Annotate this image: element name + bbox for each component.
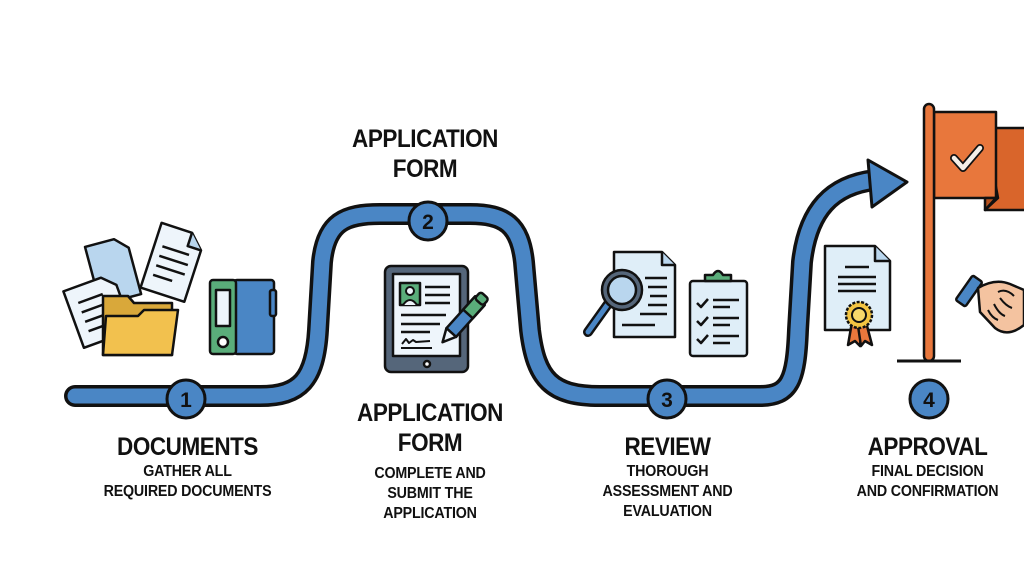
step-2-title-line: APPLICATION xyxy=(357,399,503,427)
step-4-desc-line: FINAL DECISION xyxy=(871,463,984,480)
flag-check-icon xyxy=(897,102,1024,363)
certificate-icon xyxy=(823,244,892,348)
pen-icon xyxy=(441,291,489,344)
step-marker-4: 4 xyxy=(908,378,950,420)
top-heading-line-1: APPLICATION xyxy=(352,125,498,153)
process-path xyxy=(64,169,886,407)
step-4-label: APPROVAL FINAL DECISION AND CONFIRMATION xyxy=(830,432,1024,502)
handshake-icon xyxy=(955,274,1024,334)
step-2-label: APPLICATION FORM COMPLETE AND SUBMIT THE… xyxy=(305,398,555,524)
step-1-desc-line: GATHER ALL xyxy=(143,463,232,480)
step-3-desc-line: THOROUGH xyxy=(626,463,709,480)
folder-icon xyxy=(101,294,180,357)
step-1-title: DOCUMENTS xyxy=(117,433,258,461)
step-2-description: COMPLETE AND SUBMIT THE APPLICATION xyxy=(315,464,545,524)
step-1-label: DOCUMENTS GATHER ALL REQUIRED DOCUMENTS xyxy=(70,432,305,502)
step-1-desc-line: REQUIRED DOCUMENTS xyxy=(103,483,272,500)
step-number-2: 2 xyxy=(422,211,434,234)
arrow-head-icon xyxy=(866,158,909,209)
step-2-title: APPLICATION FORM xyxy=(318,398,543,458)
top-heading-line-2: FORM xyxy=(392,155,458,183)
magnifier-document-icon xyxy=(583,250,677,339)
step-marker-3: 3 xyxy=(646,378,688,420)
step-3-desc-line: EVALUATION xyxy=(623,503,712,520)
step-number-1: 1 xyxy=(180,389,192,412)
checklist-clipboard-icon xyxy=(688,269,749,358)
step-2-desc-line: COMPLETE AND xyxy=(374,465,486,482)
step-marker-1: 1 xyxy=(165,378,207,420)
step-marker-2: 2 xyxy=(407,200,449,242)
step-2-title-line: FORM xyxy=(397,429,463,457)
step-number-4: 4 xyxy=(923,389,935,412)
step-2-desc-line: APPLICATION xyxy=(383,505,477,522)
step-3-desc-line: ASSESSMENT AND xyxy=(602,483,733,500)
step-4-title: APPROVAL xyxy=(867,433,988,461)
step-1-description: GATHER ALL REQUIRED DOCUMENTS xyxy=(79,462,295,502)
tablet-form-icon xyxy=(383,264,470,374)
top-heading: APPLICATION FORM xyxy=(313,124,538,184)
step-3-description: THOROUGH ASSESSMENT AND EVALUATION xyxy=(573,462,762,522)
step-3-label: REVIEW THOROUGH ASSESSMENT AND EVALUATIO… xyxy=(565,432,770,522)
step-number-3: 3 xyxy=(661,389,673,412)
binder-icon xyxy=(208,278,278,356)
step-2-desc-line: SUBMIT THE xyxy=(387,485,473,502)
step-3-title: REVIEW xyxy=(624,433,711,461)
step-4-desc-line: AND CONFIRMATION xyxy=(856,483,999,500)
step-4-description: FINAL DECISION AND CONFIRMATION xyxy=(838,462,1017,502)
